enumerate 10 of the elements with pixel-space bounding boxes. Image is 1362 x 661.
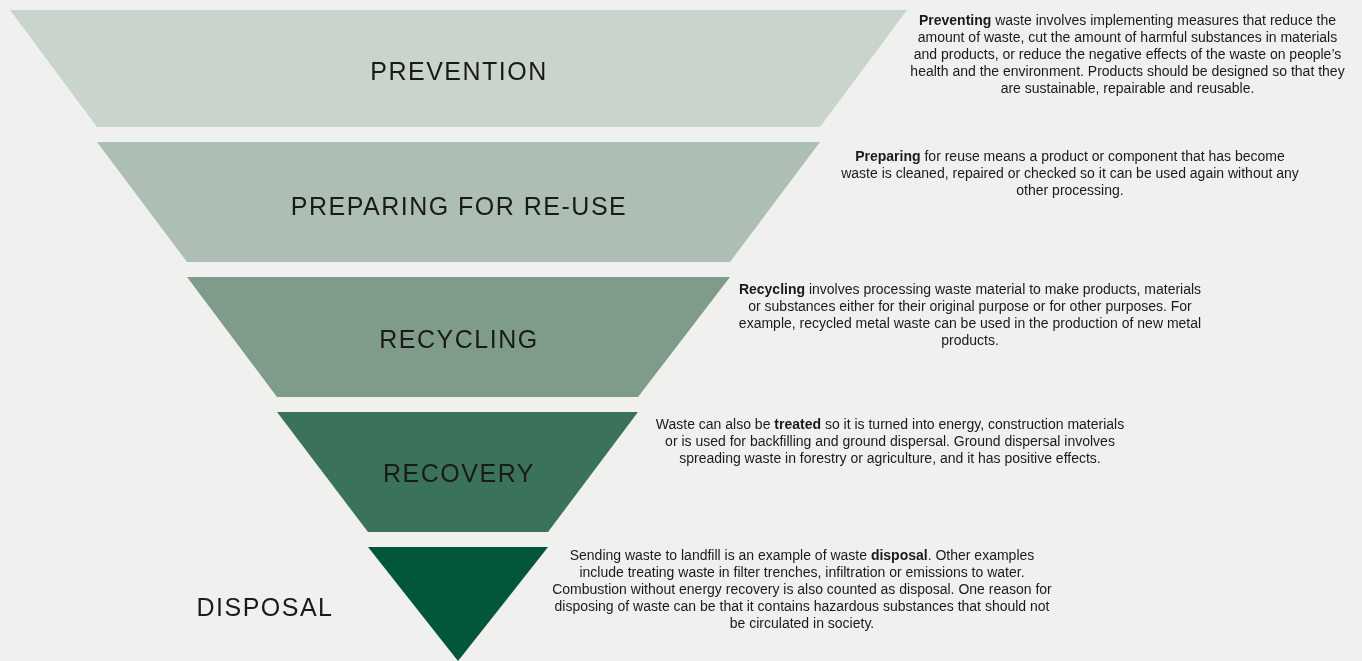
description-text: Sending waste to landfill is an example of waste disposal. Other examples include treating waste in filter trenches, infiltration or emissions to water. Combustion without energy recovery is also counted as disposal. One reason for disposing of waste can be that it contains hazardous substances that should not be circulated in society. [552,547,1052,632]
tier-label: RECYCLING [379,324,539,354]
tier-label: RECOVERY [383,458,535,488]
tier-label: DISPOSAL [196,592,334,622]
tier-label: PREPARING FOR RE-USE [290,191,628,221]
description-text: Preparing for reuse means a product or component that has become waste is cleaned, repaired or checked so it can be used again without any other processing. [840,148,1300,199]
description-text: Waste can also be treated so it is turned into energy, construction materials or is used for backfilling and ground dispersal. Ground dispersal involves spreading waste in forestry or agriculture, and it has positive effects. [655,416,1125,467]
description-text: Recycling involves processing waste material to make products, materials or substances either for their original purpose or for other purposes. For example, recycled metal waste can be used in the production of new metal products. [737,281,1203,349]
tier-label: PREVENTION [370,56,548,86]
description-text: Preventing waste involves implementing measures that reduce the amount of waste, cut the amount of harmful substances in materials and products, or reduce the negative effects of the waste on people’s health and the environment. Products should be designed so that they are sustainable, repairable and reusable. [909,12,1346,97]
